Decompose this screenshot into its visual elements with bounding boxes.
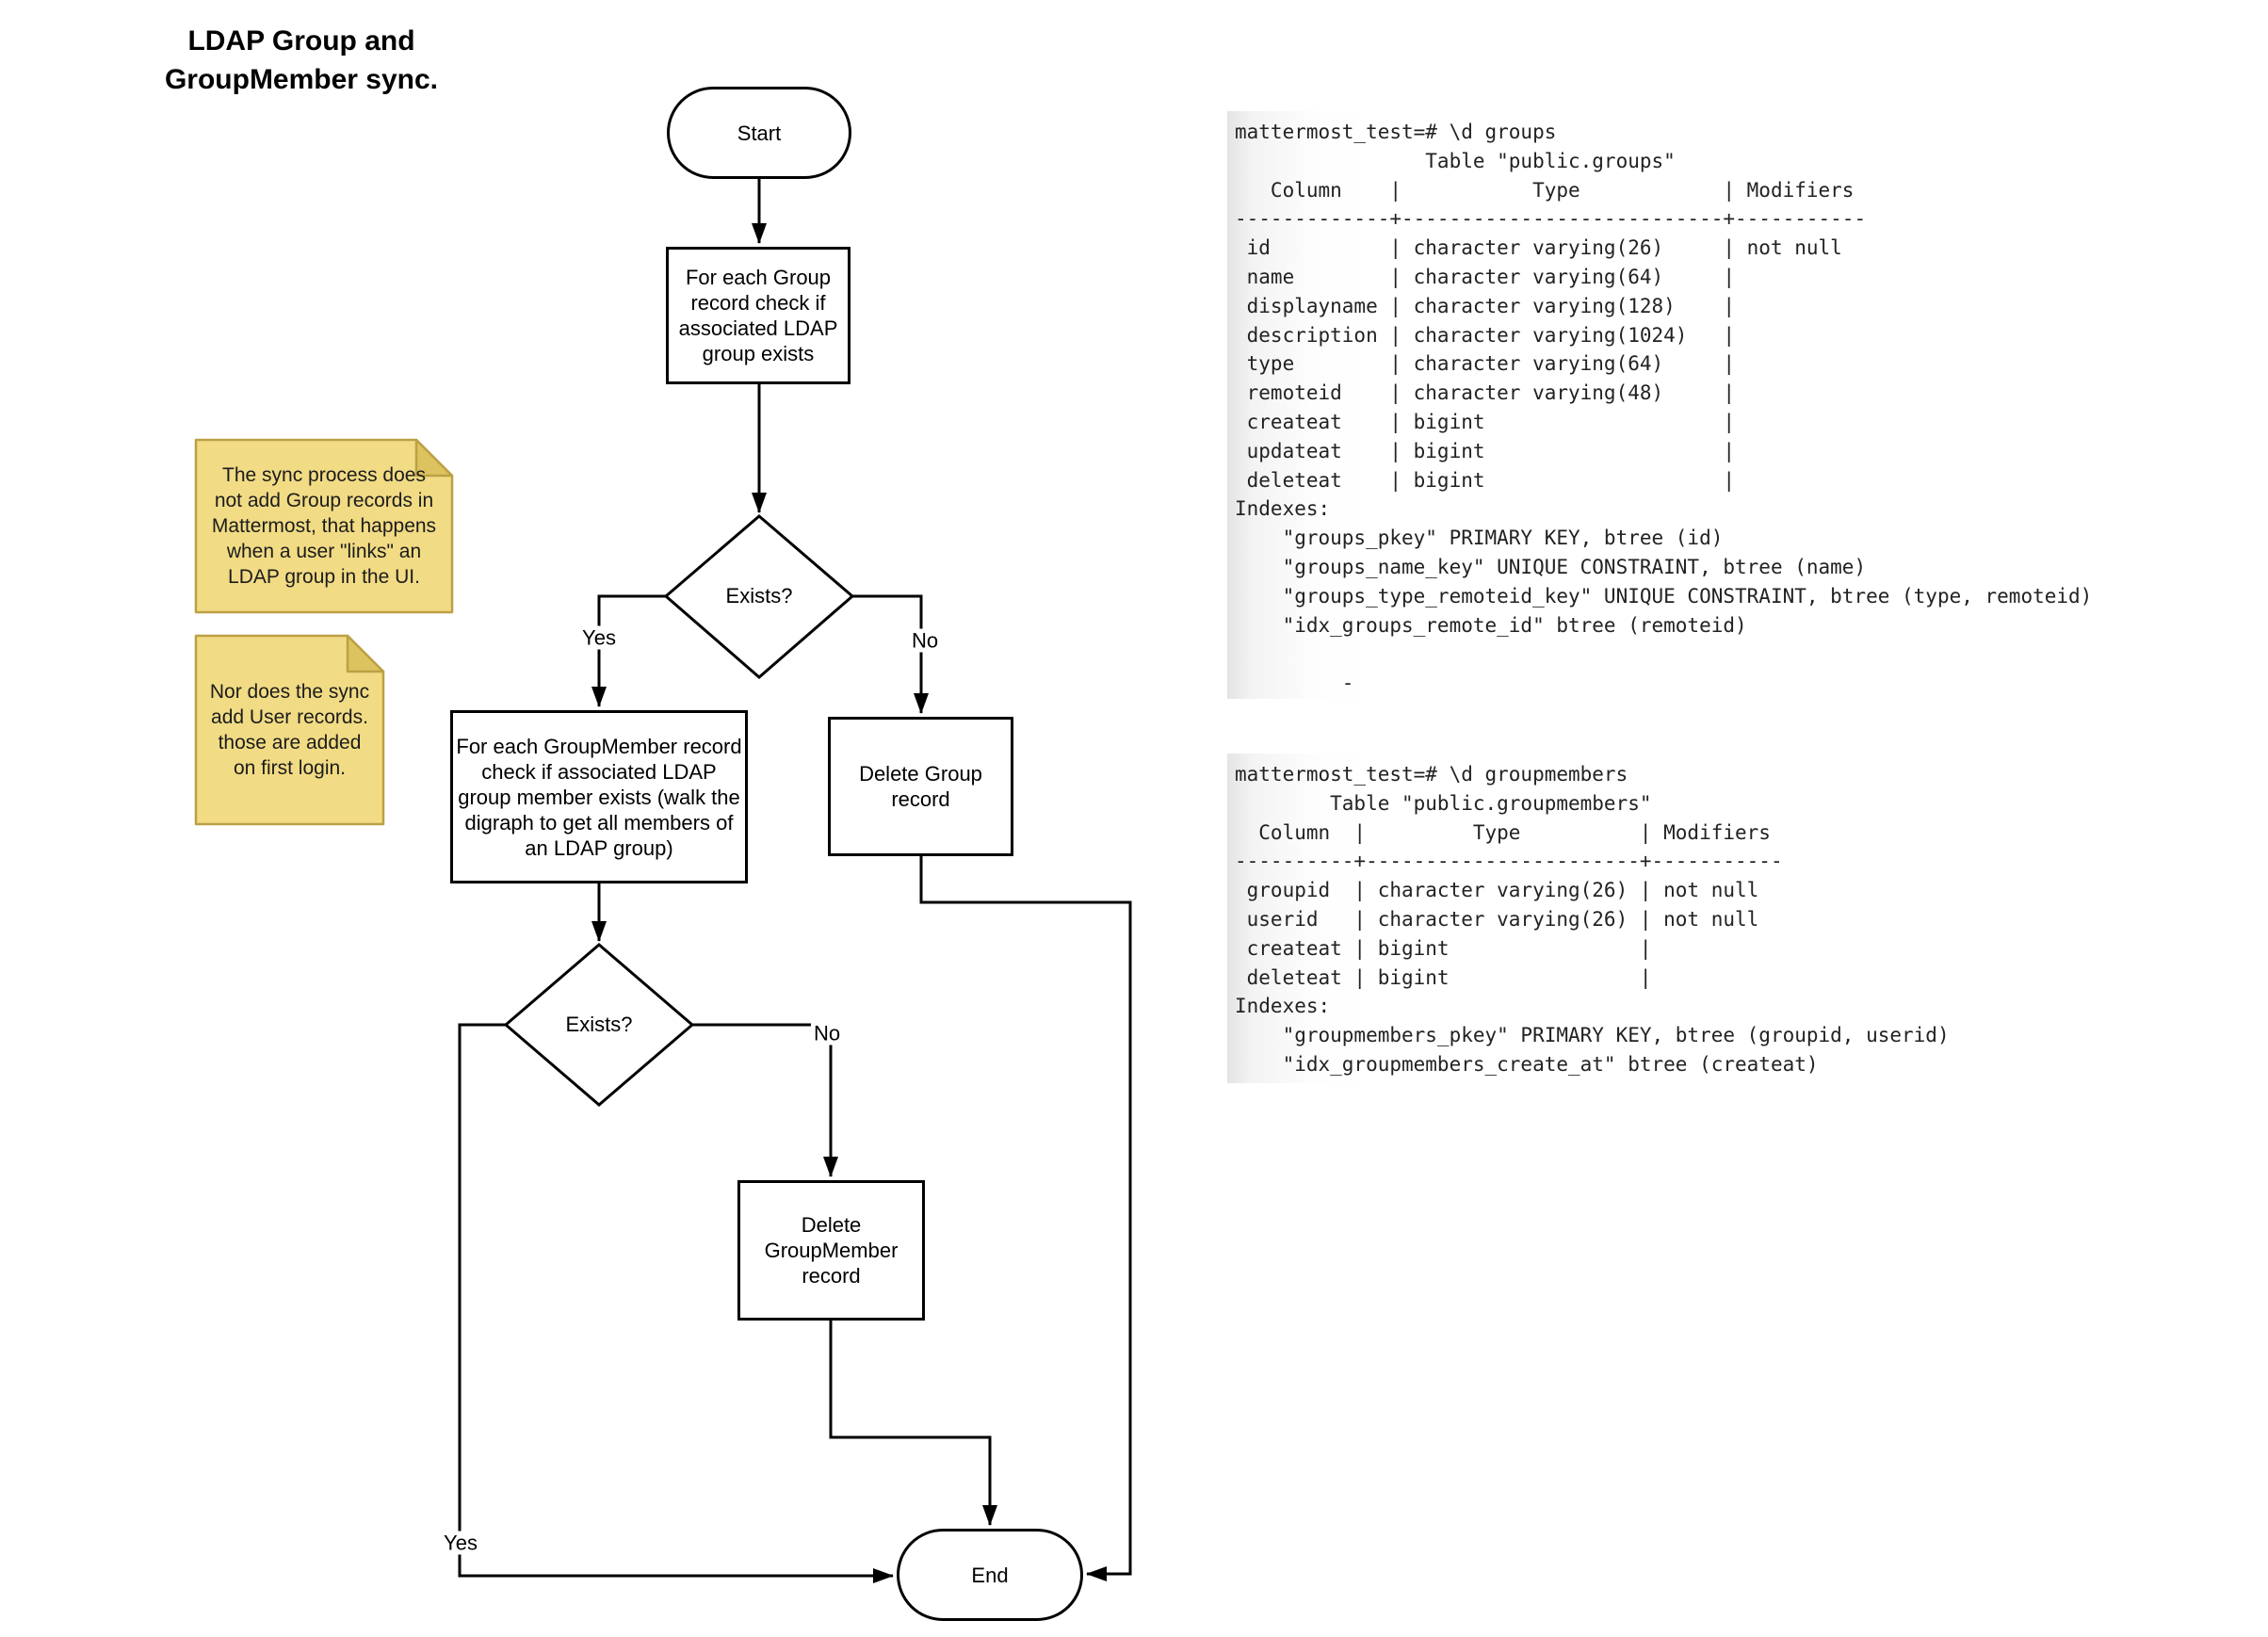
exists-1-diamond xyxy=(663,514,855,679)
edge-exists2-no-to-delete-groupmember xyxy=(692,1023,838,1177)
terminal-groupmembers-text: mattermost_test=# \d groupmembers Table … xyxy=(1235,763,1950,1076)
sticky-note-1-fold-icon xyxy=(414,438,454,478)
edge-label-no-1: No xyxy=(908,628,942,653)
edge-delete-groupmember-to-end xyxy=(829,1321,997,1526)
check-groupmember-node: For each GroupMember record check if ass… xyxy=(450,710,748,883)
edge-label-yes-2: Yes xyxy=(441,1531,480,1555)
edge-exists1-no-to-delete-group xyxy=(852,594,929,714)
start-node: Start xyxy=(667,87,851,179)
edge-delete-group-to-end xyxy=(919,856,1132,1581)
terminal-groupmembers-table: mattermost_test=# \d groupmembers Table … xyxy=(1227,754,1987,1083)
sticky-note-1-text: The sync process does not add Group reco… xyxy=(211,464,437,588)
delete-group-node: Delete Group record xyxy=(828,717,1013,856)
sticky-note-2-text: Nor does the sync add User records. thos… xyxy=(209,681,370,779)
exists-2-label: Exists? xyxy=(565,1013,633,1036)
edge-exists1-yes-to-check-groupmember xyxy=(591,594,666,707)
check-group-node: For each Group record check if associate… xyxy=(666,247,850,384)
edge-label-no-2: No xyxy=(810,1021,844,1045)
end-node: End xyxy=(897,1529,1083,1621)
exists-2-diamond xyxy=(503,943,695,1107)
terminal-groups-text: mattermost_test=# \d groups Table "publi… xyxy=(1235,121,2093,695)
sticky-note-2-fold-icon xyxy=(346,634,385,673)
edge-exists2-yes-to-end xyxy=(458,1023,894,1583)
edge-label-yes-1: Yes xyxy=(579,625,619,650)
sticky-note-1 xyxy=(194,438,454,614)
page-title: LDAP Group and GroupMember sync. xyxy=(164,25,439,95)
exists-1-label: Exists? xyxy=(725,584,793,608)
sticky-note-2 xyxy=(194,634,385,826)
terminal-groups-table: mattermost_test=# \d groups Table "publi… xyxy=(1227,111,2256,699)
delete-groupmember-node: Delete GroupMember record xyxy=(737,1180,925,1321)
